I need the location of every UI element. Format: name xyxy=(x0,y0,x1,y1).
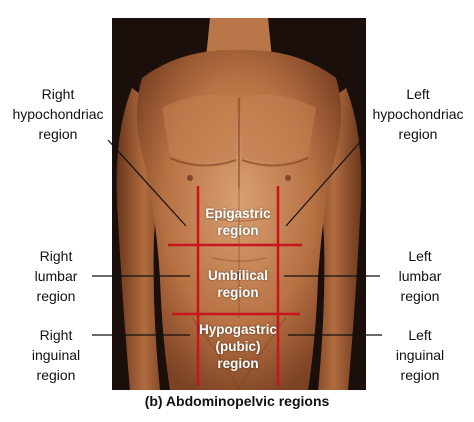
label-right-inguinal: Right inguinal region xyxy=(31,327,81,383)
pointer-right-hypochondriac xyxy=(107,139,187,227)
figure-caption: (b) Abdominopelvic regions xyxy=(144,393,330,409)
pointer-lines xyxy=(92,139,382,336)
region-epigastric: Epigastric region xyxy=(205,206,271,238)
label-right-hypochondriac: Right hypochondriac region xyxy=(12,86,104,142)
region-hypogastric: Hypogastric (pubic) region xyxy=(198,322,278,371)
label-left-hypochondriac: Left hypochondriac region xyxy=(372,86,464,142)
torso-photo xyxy=(112,18,366,391)
label-right-lumbar: Right lumbar region xyxy=(34,248,78,304)
grid-lines xyxy=(168,186,302,386)
pointer-left-hypochondriac xyxy=(285,139,363,227)
torso-illustration xyxy=(112,18,366,391)
region-umbilical: Umbilical region xyxy=(207,268,269,300)
label-left-inguinal: Left inguinal region xyxy=(395,327,445,383)
label-left-lumbar: Left lumbar region xyxy=(398,248,442,304)
